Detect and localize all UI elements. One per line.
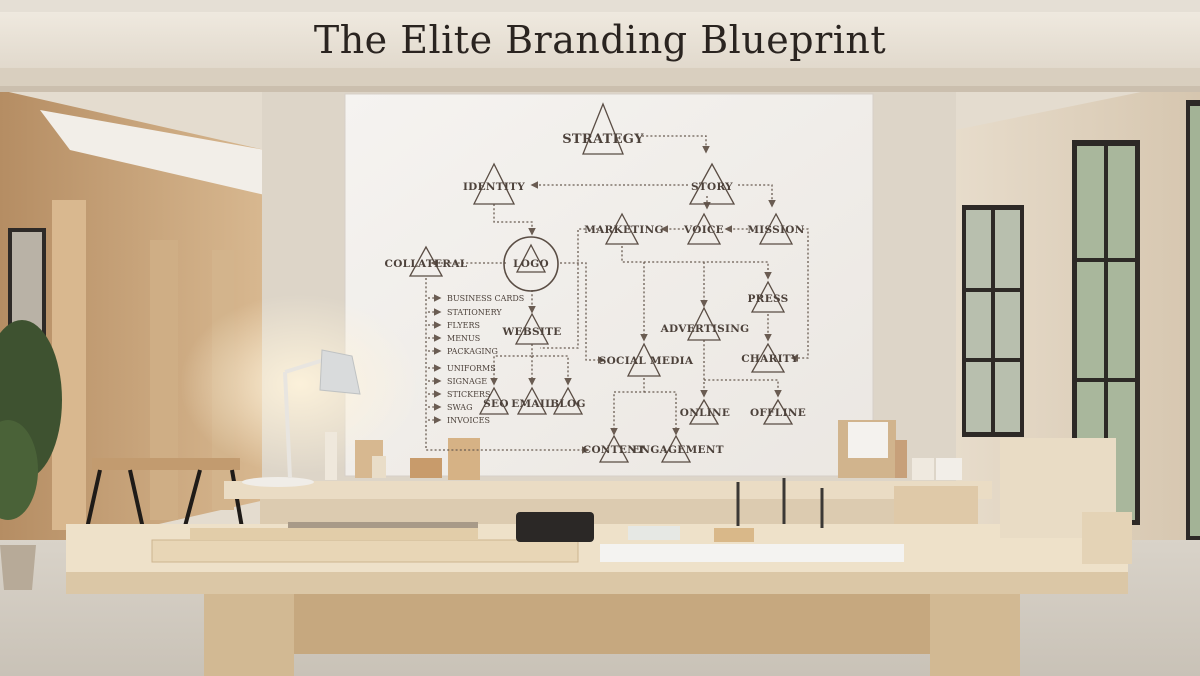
advertising-triangle — [686, 306, 722, 341]
node-offline: OFFLINE — [750, 407, 806, 419]
identity-triangle — [472, 162, 516, 205]
branding-diagram: STRATEGY IDENTITY STORY MARKETING VOICE … — [385, 102, 809, 463]
node-content: CONTENT — [583, 444, 645, 456]
node-social-media: SOCIAL MEDIA — [599, 355, 694, 367]
node-story: STORY — [691, 181, 733, 193]
seo-triangle — [478, 386, 510, 415]
collateral-item: FLYERS — [447, 321, 480, 330]
voice-triangle — [686, 212, 722, 245]
connector-strategy-story — [642, 135, 710, 154]
lower-beam — [0, 68, 1200, 90]
logo-triangle — [515, 243, 547, 273]
connector-mission-charity — [790, 228, 809, 362]
collateral-item: UNIFORMS — [447, 364, 496, 373]
desk-lamp — [180, 294, 420, 487]
collateral-item: STATIONERY — [447, 308, 502, 317]
collateral-list-connectors — [428, 294, 442, 424]
story-triangle — [688, 162, 736, 205]
logo-circle — [503, 236, 559, 292]
desk-objects — [325, 420, 978, 530]
charity-triangle — [750, 342, 786, 373]
content-triangle — [598, 434, 630, 463]
connector-identity-logo — [493, 204, 536, 236]
connector-website-seo — [490, 344, 533, 386]
node-identity: IDENTITY — [463, 181, 525, 193]
connector-logo-social — [560, 262, 606, 364]
connector-story-mission — [738, 184, 776, 208]
back-desk — [224, 481, 992, 499]
collateral-item: INVOICES — [447, 416, 490, 425]
node-blog: BLOG — [550, 398, 586, 410]
social-media-triangle — [626, 342, 662, 377]
connector-marketing-press — [621, 246, 772, 280]
collateral-item: PACKAGING — [447, 347, 498, 356]
title-beam — [0, 12, 1200, 72]
collateral-item: SWAG — [447, 403, 472, 412]
collateral-item: STICKERS — [447, 390, 490, 399]
strategy-triangle — [582, 102, 624, 155]
node-online: ONLINE — [680, 407, 730, 419]
node-strategy: STRATEGY — [562, 132, 644, 147]
wooden-block — [1082, 512, 1132, 564]
node-website: WEBSITE — [501, 326, 561, 338]
collateral-item: BUSINESS CARDS — [447, 294, 524, 303]
node-seo: SEO — [483, 398, 509, 410]
left-skylight — [40, 110, 265, 195]
offline-triangle — [762, 398, 794, 425]
node-collateral: COLLATERAL — [385, 258, 468, 270]
marketing-triangle — [604, 212, 640, 245]
node-voice: VOICE — [683, 224, 724, 236]
engagement-triangle — [660, 434, 692, 463]
node-email: EMAIL — [511, 398, 553, 410]
connector-marketing-social — [540, 228, 598, 349]
connector-social-content — [610, 378, 645, 436]
online-triangle — [688, 398, 720, 425]
ceiling — [0, 0, 1200, 14]
press-triangle — [750, 280, 786, 313]
node-logo: LOGO — [513, 258, 549, 270]
potted-plant — [0, 320, 62, 590]
connector-advertising-offline — [704, 379, 782, 398]
collateral-triangle — [408, 245, 444, 277]
email-triangle — [516, 386, 548, 415]
front-table-objects — [151, 478, 904, 563]
mission-triangle — [758, 212, 794, 245]
node-advertising: ADVERTISING — [660, 323, 750, 335]
node-engagement: ENGAGEMENT — [632, 444, 724, 456]
connector-website-blog — [532, 355, 572, 386]
node-marketing: MARKETING — [584, 224, 664, 236]
node-press: PRESS — [747, 293, 788, 305]
page-title: The Elite Branding Blueprint — [313, 18, 887, 62]
left-column — [150, 240, 178, 520]
node-charity: CHARITY — [741, 353, 799, 365]
node-mission: MISSION — [747, 224, 804, 236]
connector-social-engagement — [644, 391, 680, 436]
blog-triangle — [552, 386, 584, 415]
collateral-item: SIGNAGE — [447, 377, 487, 386]
collateral-item: MENUS — [447, 334, 480, 343]
website-triangle — [514, 312, 550, 345]
